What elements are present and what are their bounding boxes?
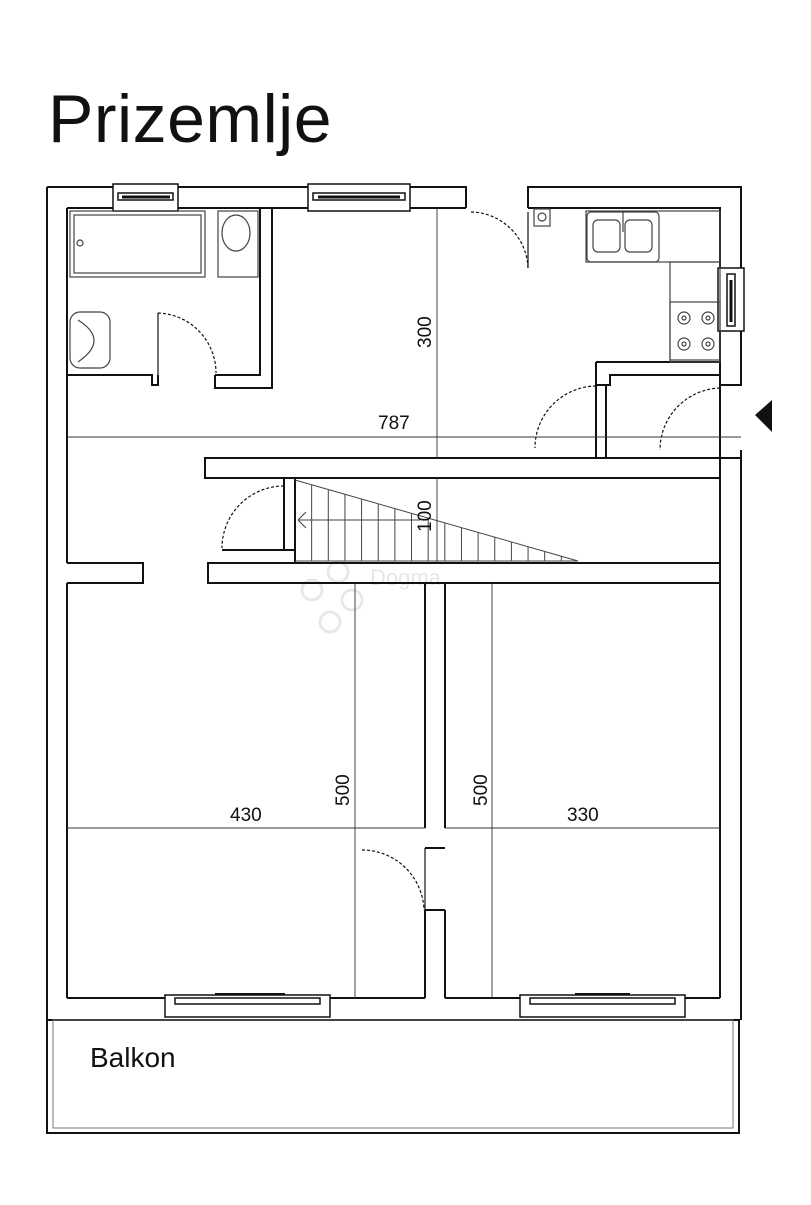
dimension-lines	[67, 208, 741, 998]
dim-left-room-width: 430	[230, 805, 262, 826]
interior-walls	[67, 208, 741, 999]
dim-left-room-height: 500	[333, 774, 354, 806]
kitchen-fixtures	[533, 208, 721, 363]
dim-stair: 100	[415, 500, 436, 532]
bathtub-icon	[69, 210, 206, 278]
toilet-icon	[221, 214, 251, 252]
kitchen-counter	[585, 210, 721, 263]
stairs	[294, 479, 579, 562]
sink-icon	[69, 311, 111, 369]
dim-width-top: 787	[378, 413, 410, 434]
dim-right-room-width: 330	[567, 805, 599, 826]
entrance-arrow-icon	[755, 400, 772, 432]
doors	[157, 211, 721, 911]
balcony-label: Balkon	[90, 1042, 176, 1073]
watermark-text: Dogma	[370, 565, 442, 590]
stove-icon	[669, 301, 721, 361]
watermark: Dogma	[300, 560, 442, 634]
dim-height-top: 300	[415, 316, 436, 348]
plan-title: Prizemlje	[48, 81, 333, 157]
windows	[112, 183, 745, 1018]
balcony: Balkon	[46, 1019, 740, 1134]
outer-walls	[46, 186, 742, 1020]
dim-right-room-height: 500	[471, 774, 492, 806]
bathroom-fixtures	[69, 210, 259, 369]
